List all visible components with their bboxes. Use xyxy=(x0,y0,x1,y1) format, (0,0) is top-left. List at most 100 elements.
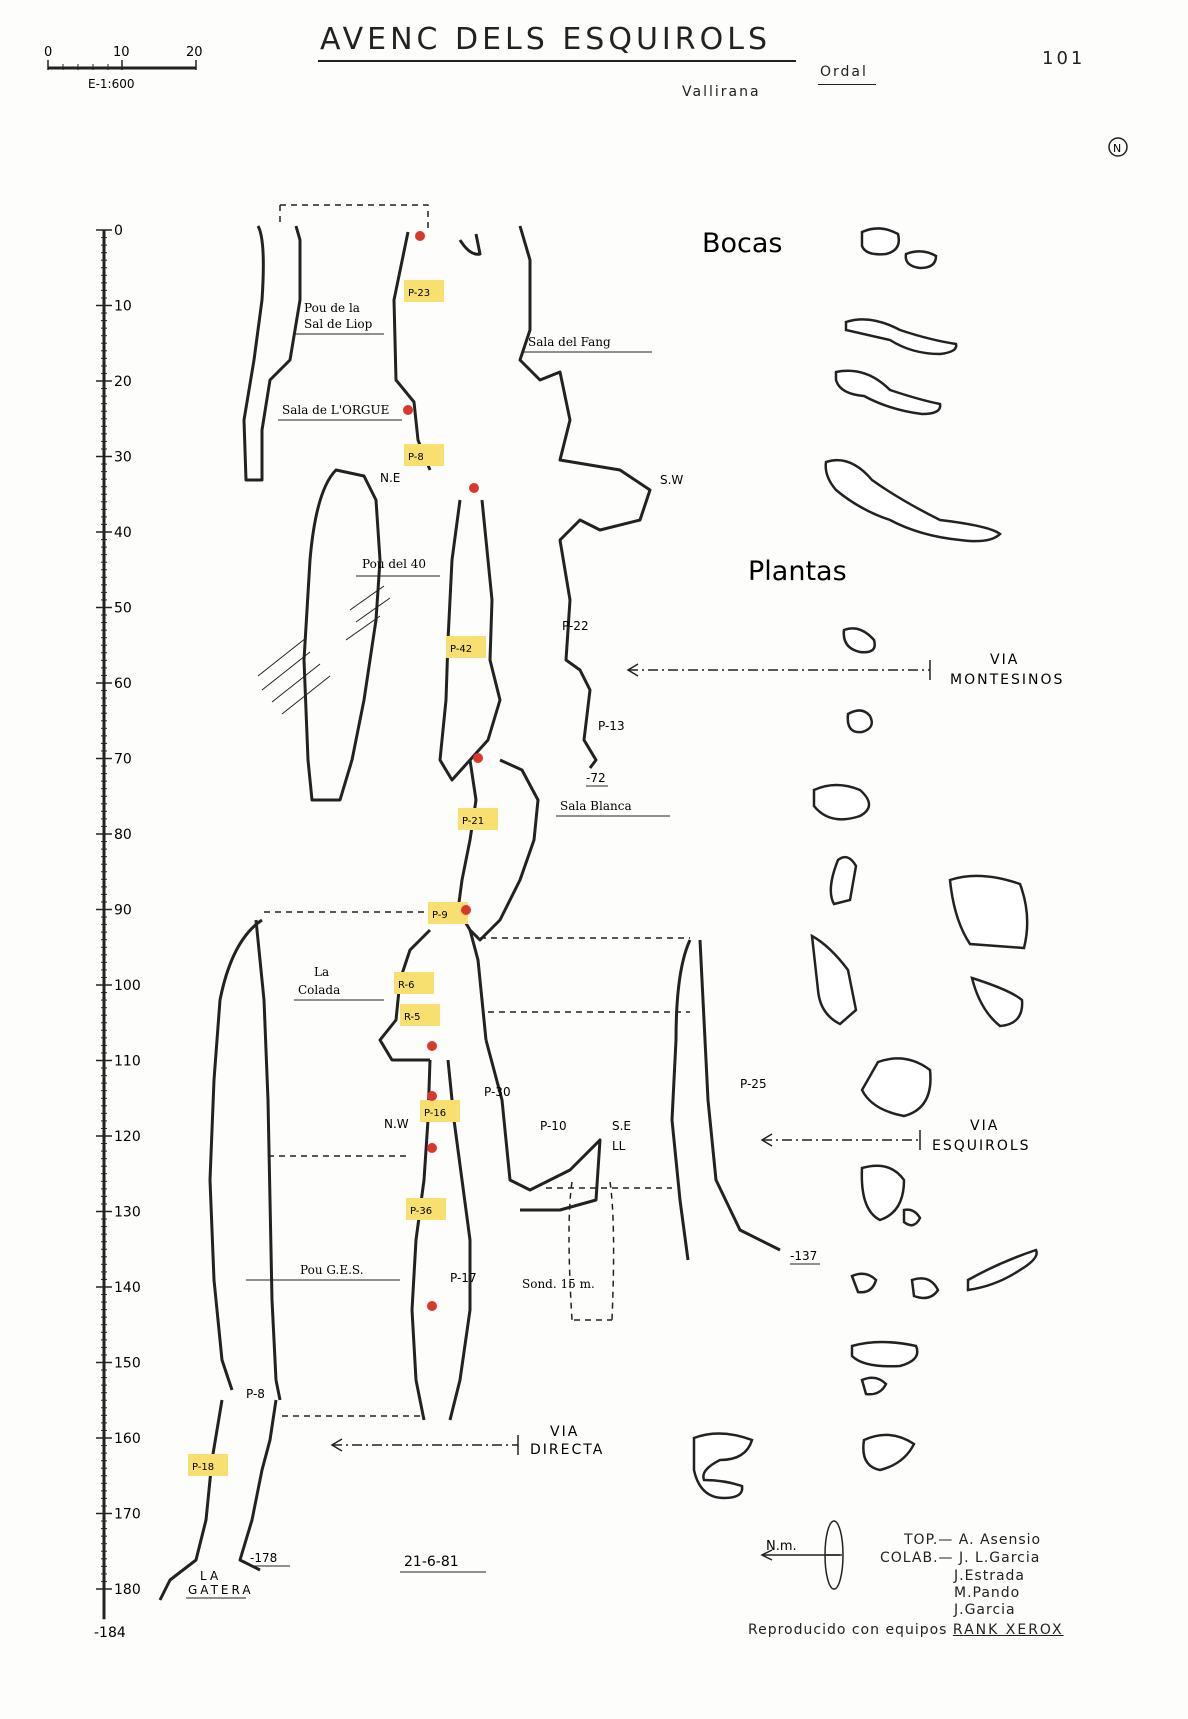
diagram-title: AVENC DELS ESQUIROLS xyxy=(320,22,771,57)
area-sala-fang: Sala del Fang xyxy=(528,335,611,349)
depth-tick-label: 10 xyxy=(114,299,132,315)
depth-tick-label: 90 xyxy=(114,903,132,919)
pitch-label: P-42 xyxy=(450,644,472,655)
cave-elevation xyxy=(158,204,781,1601)
depth-tick-label: 0 xyxy=(114,223,123,239)
pitch-highlight xyxy=(420,1100,460,1122)
area-pou-sal-line1: Pou de la xyxy=(304,301,360,315)
anchor-marker xyxy=(415,231,425,241)
depth-tick-label: 150 xyxy=(114,1356,141,1372)
route-esquirols-line1: VIA xyxy=(970,1118,999,1134)
orient-se-1: S.E xyxy=(612,1119,631,1133)
credit-colab: COLAB.— J. L.Garcia xyxy=(880,1550,1041,1566)
pitch-highlight xyxy=(458,808,498,830)
rock-hatching xyxy=(257,585,391,715)
pitch-highlight xyxy=(428,902,468,924)
depth-tick-label: 110 xyxy=(114,1054,141,1070)
route-montesinos-line2: MONTESINOS xyxy=(950,672,1064,688)
pitch-label: R-6 xyxy=(398,980,415,991)
area-la-gatera-line2: GATERA xyxy=(188,1583,254,1597)
title-underline xyxy=(318,60,796,62)
pitch-highlight xyxy=(188,1454,228,1476)
location-underline xyxy=(818,84,876,85)
depth-tick-label: 40 xyxy=(114,525,132,541)
survey-date: 21-6-81 xyxy=(404,1554,459,1570)
pitch-highlight xyxy=(404,444,444,466)
label-p8b: P-8 xyxy=(246,1387,265,1401)
anchor-marker xyxy=(427,1143,437,1153)
orient-ne-1: N.E xyxy=(380,471,400,485)
anchor-marker xyxy=(469,483,479,493)
area-sondeo: Sond. 15 m. xyxy=(522,1277,595,1291)
depth-tick-label: 70 xyxy=(114,752,132,768)
area-la-colada-line2: Colada xyxy=(298,983,340,997)
pitch-label: P-9 xyxy=(432,910,448,921)
depth-tick-label: 170 xyxy=(114,1507,141,1523)
pitch-label: P-18 xyxy=(192,1462,214,1473)
label-p22: P-22 xyxy=(562,619,589,633)
anchor-marker xyxy=(461,905,471,915)
depth-tick-label: 30 xyxy=(114,450,132,466)
depth-tick-label: 100 xyxy=(114,978,141,994)
area-sala-orgue: Sala de L'ORGUE xyxy=(282,403,389,417)
depth-scale: 0102030405060708090100110120130140150160… xyxy=(94,223,141,1641)
scale-tick-0: 0 xyxy=(44,45,52,60)
anchor-marker xyxy=(427,1301,437,1311)
credit-name-3: J.Garcia xyxy=(954,1602,1016,1618)
pitch-label: R-5 xyxy=(404,1012,421,1023)
depth-tick-label: 160 xyxy=(114,1431,141,1447)
depth-178: -178 xyxy=(250,1551,277,1565)
pitch-labels: P-23P-8P-42P-21P-9R-6R-5P-16P-36P-18 xyxy=(188,280,498,1476)
depth-tick-label: 120 xyxy=(114,1129,141,1145)
connector-lines xyxy=(264,911,690,1417)
depth-tick-label: 80 xyxy=(114,827,132,843)
area-pou-ges: Pou G.E.S. xyxy=(300,1263,364,1277)
north-arrow-label: N.m. xyxy=(766,1539,797,1554)
anchor-marker xyxy=(427,1041,437,1051)
pitch-label: P-8 xyxy=(408,452,424,463)
pitch-label: P-23 xyxy=(408,288,430,299)
orient-ll: LL xyxy=(612,1139,626,1153)
anchor-marker xyxy=(427,1091,437,1101)
north-symbol-icon xyxy=(1108,137,1128,157)
credit-reproduced: Reproducido con equipos RANK XEROX xyxy=(748,1622,1064,1638)
scale-tick-10: 10 xyxy=(113,45,130,60)
depth-137: -137 xyxy=(790,1249,817,1263)
depth-tick-label: 180 xyxy=(114,1582,141,1598)
location-ordal: Ordal xyxy=(820,64,868,80)
label-p10: P-10 xyxy=(540,1119,567,1133)
pitch-highlight xyxy=(446,636,486,658)
section-plantas: Plantas xyxy=(748,556,847,587)
north-arrow-icon xyxy=(760,1520,844,1590)
route-arrows xyxy=(332,669,930,1446)
credit-reproduced-prefix: Reproducido con equipos xyxy=(748,1622,948,1638)
credit-top: TOP.— A. Asensio xyxy=(904,1532,1042,1548)
credit-name-1: J.Estrada xyxy=(954,1568,1026,1584)
anchor-marker xyxy=(473,753,483,763)
label-p30: P-30 xyxy=(484,1085,511,1099)
pitch-highlight xyxy=(406,1198,446,1220)
route-esquirols-line2: ESQUIROLS xyxy=(932,1138,1031,1154)
area-pou-40: Pou del 40 xyxy=(362,557,426,571)
area-pou-sal-line2: Sal de Liop xyxy=(304,317,373,331)
pitch-highlight xyxy=(400,1004,440,1026)
page-number: 101 xyxy=(1042,48,1086,69)
pitch-label: P-16 xyxy=(424,1108,446,1119)
depth-tick-label: 140 xyxy=(114,1280,141,1296)
label-p13: P-13 xyxy=(598,719,625,733)
pitch-highlight xyxy=(394,972,434,994)
section-bocas: Bocas xyxy=(702,228,783,259)
depth-tick-label: 20 xyxy=(114,374,132,390)
pitch-label: P-21 xyxy=(462,816,484,827)
route-directa-line2: DIRECTA xyxy=(530,1442,604,1458)
depth-72: -72 xyxy=(586,771,606,785)
orient-sw-1: S.W xyxy=(660,473,683,487)
label-p25: P-25 xyxy=(740,1077,767,1091)
depth-tick-label: 130 xyxy=(114,1205,141,1221)
route-arrow-heads xyxy=(330,660,931,1455)
route-directa-line1: VIA xyxy=(550,1424,579,1440)
location-vallirana: Vallirana xyxy=(682,84,761,100)
credit-reproduced-brand: RANK XEROX xyxy=(952,1622,1064,1638)
scale-label: E-1:600 xyxy=(88,77,135,91)
